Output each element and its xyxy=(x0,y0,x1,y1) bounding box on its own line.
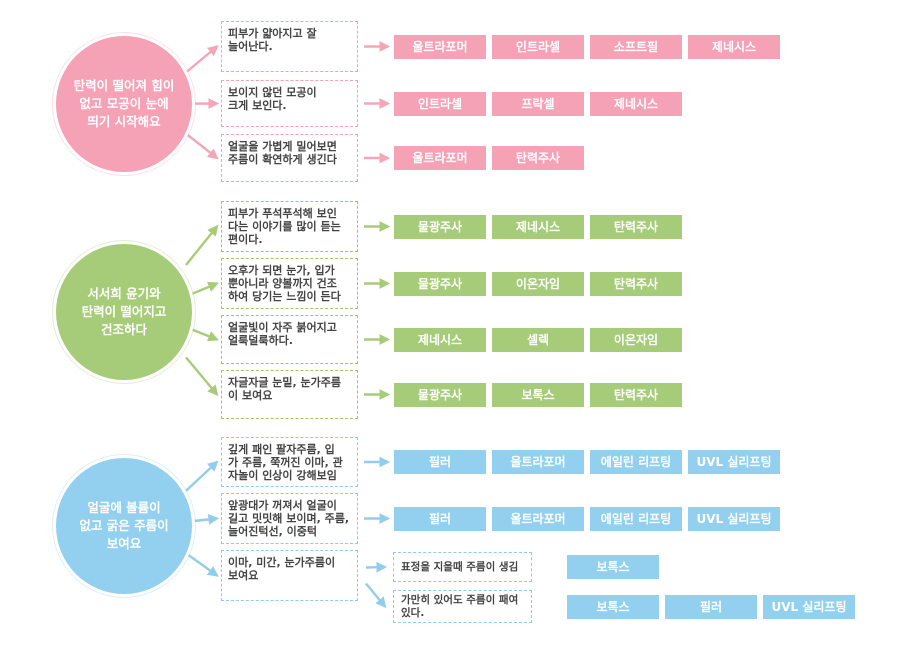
treatment-tag: 물광주사 xyxy=(394,271,486,296)
symptom-box: 이마, 미간, 눈가주름이 보여요 xyxy=(221,550,358,601)
sub-symptom-box: 가만히 있어도 주름이 패여 있다. xyxy=(393,590,532,623)
treatment-tag: 물광주사 xyxy=(394,214,486,239)
treatment-tag: 울트라포머 xyxy=(394,146,486,170)
treatment-tag: UVL 실리프팅 xyxy=(688,506,780,531)
treatment-tag: 프락셀 xyxy=(492,91,584,116)
circle-to-symptom-arrow xyxy=(185,281,219,298)
treatment-tag: UVL 실리프팅 xyxy=(688,450,780,474)
symptom-box: 자글자글 눈밑, 눈가주름 이 보여요 xyxy=(221,370,358,419)
treatment-tag: 탄력주사 xyxy=(590,271,682,296)
treatment-tag: 보톡스 xyxy=(567,555,659,579)
circle-g1: 탄력이 떨어져 힘이 없고 모공이 눈에 띄기 시작해요 xyxy=(56,36,192,172)
circle-g2: 서서희 윤기와 탄력이 떨어지고 건조하다 xyxy=(56,244,192,380)
circle-to-symptom-arrow xyxy=(185,45,219,74)
circle-to-symptom-arrow xyxy=(185,132,219,160)
symptom-box: 앞광대가 꺼져서 얼굴이 길고 밋밋해 보이며, 주름, 늘어진턱선, 이중턱 xyxy=(221,493,358,544)
treatment-tag: 제네시스 xyxy=(394,327,486,352)
treatment-tag: 인트라셀 xyxy=(394,91,486,116)
treatment-tag: 제네시스 xyxy=(688,34,780,59)
symptom-box: 오후가 되면 눈가, 입가 뿐아니라 양볼까지 건조 하여 당기는 느낌이 든다 xyxy=(221,258,358,309)
circle-to-symptom-arrow xyxy=(185,326,220,342)
treatment-tag: 에일린 리프팅 xyxy=(590,506,682,531)
treatment-tag: 필러 xyxy=(394,450,486,474)
symptom-box: 깊게 패인 팔자주름, 입 가 주름, 쭉꺼진 이마, 관 자놀이 인상이 강해… xyxy=(221,437,358,487)
circle-to-symptom-arrow xyxy=(185,356,219,397)
treatment-tag: 탄력주사 xyxy=(590,382,682,407)
circle-to-symptom-arrow xyxy=(185,460,219,492)
circle-to-symptom-arrow xyxy=(185,224,219,266)
symptom-box: 피부가 푸석푸석해 보인 다는 이야기를 많이 듣는 편이다. xyxy=(221,201,358,252)
treatment-tag: 소프트필 xyxy=(590,34,682,59)
treatment-tag: 울트라포머 xyxy=(492,450,584,474)
treatment-tag: 셀렉 xyxy=(492,327,584,352)
treatment-tag: 이온자임 xyxy=(492,271,584,296)
treatment-tag: 이온자임 xyxy=(590,327,682,352)
symptom-box: 얼굴을 가볍게 밀어보면 주름이 확연하게 생긴다 xyxy=(221,134,358,182)
symptom-box: 보이지 않던 모공이 크게 보인다. xyxy=(221,80,358,127)
sub-symptom-box: 표정을 지을때 주름이 생김 xyxy=(393,552,532,582)
symptom-to-subsymptom-arrow xyxy=(365,561,388,573)
symptom-box: 피부가 얇아지고 잘 늘어난다. xyxy=(221,21,358,72)
treatment-tag: 울트라포머 xyxy=(394,34,486,59)
treatment-tag: 울트라포머 xyxy=(492,506,584,531)
symptom-to-subsymptom-arrow xyxy=(365,582,387,609)
treatment-tag: 필러 xyxy=(394,506,486,531)
treatment-tag: 탄력주사 xyxy=(590,214,682,239)
treatment-tag: 물광주사 xyxy=(394,382,486,407)
treatment-tag: 제네시스 xyxy=(492,214,584,239)
treatment-tag: 탄력주사 xyxy=(492,146,584,170)
treatment-tag: UVL 실리프팅 xyxy=(763,594,855,619)
treatment-tag: 제네시스 xyxy=(590,91,682,116)
circle-to-symptom-arrow xyxy=(185,552,219,577)
treatment-tag: 인트라셀 xyxy=(492,34,584,59)
treatment-tag: 필러 xyxy=(665,594,757,619)
treatment-tag: 보톡스 xyxy=(567,594,659,619)
symptom-box: 얼굴빛이 자주 붉어지고 얼룩덜룩하다. xyxy=(221,315,358,364)
circle-g3: 얼굴에 볼륨이 없고 굵은 주름이 보여요 xyxy=(56,458,192,594)
treatment-tag: 보톡스 xyxy=(492,382,584,407)
treatment-tag: 에일린 리프팅 xyxy=(590,450,682,474)
